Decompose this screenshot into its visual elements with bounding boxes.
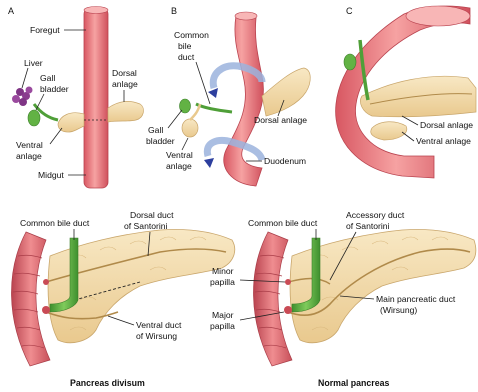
label-foregut: Foregut <box>30 25 60 35</box>
major-papilla-normal <box>284 306 292 314</box>
label-div-dorsal-2: of Santorini <box>124 221 168 231</box>
leader-a-gall <box>36 94 44 110</box>
panel-normal-pancreas: Common bile duct Accessory duct of Santo… <box>210 210 476 388</box>
label-a-dorsal-1: Dorsal <box>112 68 137 78</box>
panel-a: A Foregut Liver Gall bladder Dorsal anla… <box>8 6 143 188</box>
label-a-gall-1: Gall <box>40 73 55 83</box>
label-a-dorsal-2: anlage <box>112 79 138 89</box>
rotation-arrowhead-bottom <box>204 158 214 168</box>
rotation-arrowhead-top <box>208 88 218 98</box>
major-papilla-divisum <box>42 306 50 314</box>
gall-bladder <box>28 110 40 126</box>
gut-tube <box>84 8 108 188</box>
panel-pancreas-divisum: Common bile duct Dorsal duct of Santorin… <box>11 210 234 388</box>
panel-b-letter: B <box>171 6 177 16</box>
label-midgut: Midgut <box>38 170 64 180</box>
label-b-ventral-1: Ventral <box>166 150 193 160</box>
label-norm-acc-2: of Santorini <box>346 221 390 231</box>
label-a-ventral-2: anlage <box>16 151 42 161</box>
label-a-gall-2: bladder <box>40 84 69 94</box>
ventral-anlage-bud <box>58 113 84 132</box>
label-c-dorsal: Dorsal anlage <box>420 120 473 130</box>
label-b-gall-2: bladder <box>146 136 175 146</box>
dorsal-anlage-b <box>262 68 310 116</box>
panel-a-letter: A <box>8 6 14 16</box>
minor-papilla-normal <box>285 279 291 285</box>
label-norm-cbd: Common bile duct <box>248 218 318 228</box>
duodenum-b-top <box>235 12 257 20</box>
label-norm-acc-1: Accessory duct <box>346 210 405 220</box>
leader-div-ventral <box>108 316 134 325</box>
leader-b-cbd <box>196 62 210 104</box>
panel-c-letter: C <box>346 6 353 16</box>
label-div-cbd: Common bile duct <box>20 218 90 228</box>
gall-bladder-c <box>344 54 356 70</box>
duodenum-c-opening <box>406 6 470 26</box>
label-b-dorsal: Dorsal anlage <box>254 115 307 125</box>
label-c-ventral: Ventral anlage <box>416 136 471 146</box>
label-div-ventral-2: of Wirsung <box>136 331 177 341</box>
label-norm-major-2: papilla <box>210 321 235 331</box>
label-b-cbd-1: Common <box>174 30 209 40</box>
label-liver: Liver <box>24 58 43 68</box>
label-b-cbd-3: duct <box>178 52 195 62</box>
leader-a-ventral <box>50 128 62 144</box>
dorsal-anlage-bud <box>108 101 143 122</box>
ventral-anlage-b <box>182 119 198 137</box>
label-b-ventral-2: anlage <box>166 161 192 171</box>
label-norm-minor-2: papilla <box>210 277 235 287</box>
label-div-ventral-1: Ventral duct <box>136 320 182 330</box>
duodenum-b <box>224 16 264 186</box>
ventral-stalk-b <box>190 104 200 120</box>
label-div-dorsal-1: Dorsal duct <box>130 210 174 220</box>
caption-normal-pancreas: Normal pancreas <box>318 378 389 388</box>
label-a-ventral-1: Ventral <box>16 140 43 150</box>
leader-b-gall <box>168 110 182 128</box>
label-b-duodenum: Duodenum <box>264 156 306 166</box>
panel-c: C Dorsal anlage Ventral anlage <box>336 6 476 178</box>
gut-tube-top <box>84 7 108 14</box>
leader-b-ventral <box>182 138 188 150</box>
label-norm-minor-1: Minor <box>212 266 234 276</box>
label-norm-major-1: Major <box>212 310 234 320</box>
liver-bud <box>12 87 33 107</box>
leader-c-dorsal <box>402 116 418 125</box>
leader-c-ventral <box>402 132 414 141</box>
caption-pancreas-divisum: Pancreas divisum <box>70 378 145 388</box>
label-b-gall-1: Gall <box>148 125 163 135</box>
ventral-anlage-c <box>371 122 407 140</box>
bile-duct-b <box>196 104 232 112</box>
label-norm-main-2: (Wirsung) <box>380 305 417 315</box>
minor-papilla-divisum <box>43 279 49 285</box>
label-b-cbd-2: bile <box>178 41 192 51</box>
duodenal-wall-divisum <box>11 232 50 366</box>
leader-liver <box>22 68 28 88</box>
duodenal-wall-normal <box>253 232 292 366</box>
label-norm-main-1: Main pancreatic duct <box>376 294 456 304</box>
panel-b: B Common bile duct Gall bladder Dorsal a… <box>146 6 310 186</box>
